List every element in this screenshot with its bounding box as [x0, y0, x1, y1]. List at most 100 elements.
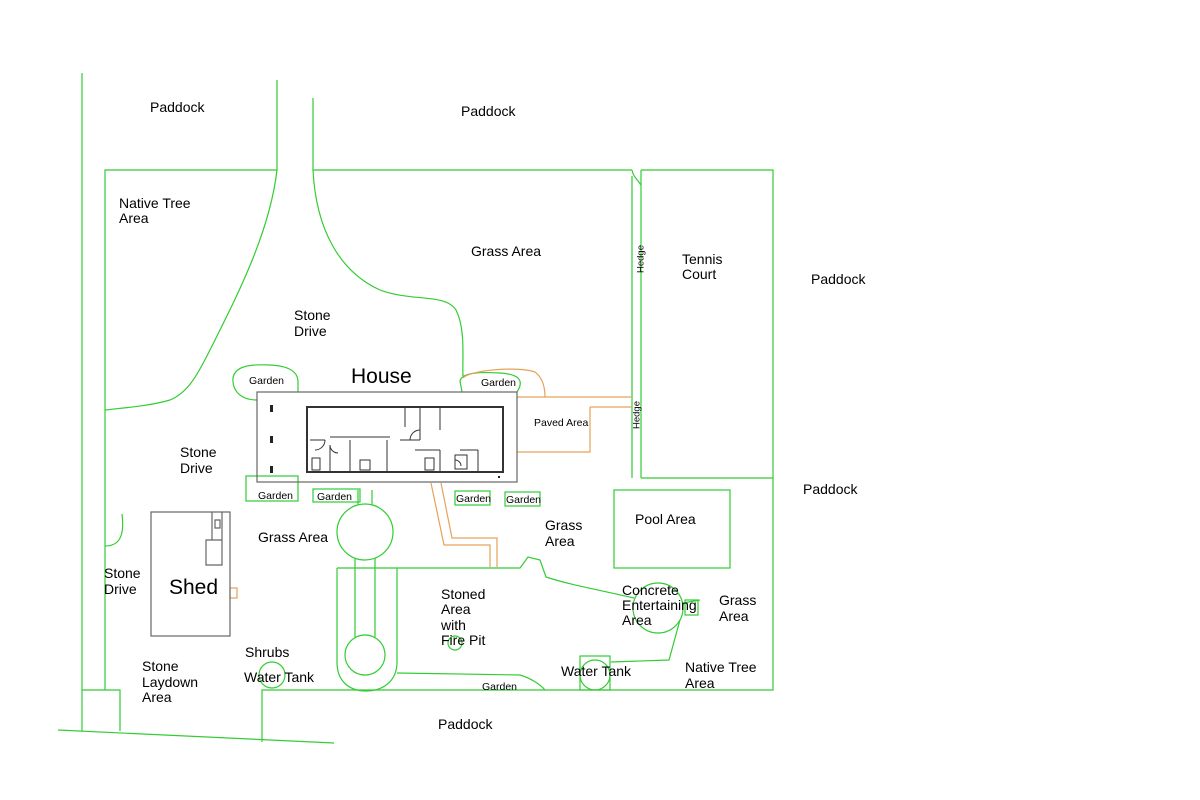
label-native-tree-nw-line2: Area	[119, 210, 149, 226]
drive-loop-inner	[344, 634, 386, 676]
label-stone-drive-sw-line1: Stone	[104, 565, 141, 581]
label-concrete-area-line2: Entertaining	[622, 597, 697, 613]
label-tennis-court-line1: Tennis	[682, 251, 722, 267]
label-stone-laydown-line3: Area	[142, 689, 172, 705]
label-stone-drive-n-line2: Drive	[294, 323, 327, 339]
west-inner-boundary	[104, 80, 278, 690]
floor-plan-fixture-1	[311, 457, 321, 471]
garden-ne-bed	[459, 371, 521, 393]
label-grass-area-c-line2: Area	[545, 533, 575, 549]
east-boundary	[261, 169, 774, 742]
turning-circle	[336, 503, 394, 561]
garden-ne-path	[462, 368, 546, 398]
garden-sw-bed	[245, 475, 299, 502]
label-stone-drive-n-line1: Stone	[294, 307, 331, 323]
label-garden-s2: Garden	[456, 493, 491, 505]
label-garden-bottom: Garden	[482, 681, 517, 693]
house-marker-2	[270, 436, 273, 443]
label-garden-ne: Garden	[481, 377, 516, 389]
shed-interior	[205, 512, 223, 566]
house-markers	[270, 405, 500, 478]
label-shed: Shed	[169, 576, 218, 599]
label-paddock-n: Paddock	[461, 103, 516, 119]
label-water-tank-w: Water Tank	[244, 669, 315, 685]
label-concrete-area-line1: Concrete	[622, 582, 679, 598]
boundary-lines	[57, 73, 774, 744]
label-house: House	[351, 365, 412, 388]
label-shrubs: Shrubs	[245, 644, 289, 660]
label-grass-area-w: Grass Area	[258, 529, 328, 545]
label-stoned-area-line2: Area	[441, 601, 471, 617]
label-garden-s1: Garden	[317, 491, 352, 503]
label-concrete-area-line3: Area	[622, 612, 652, 628]
floor-plan-walls	[310, 407, 479, 472]
floor-plan-fixture-3	[454, 454, 468, 470]
house-floor-plan	[310, 407, 479, 472]
label-stone-drive-sw-line2: Drive	[104, 581, 137, 597]
garden-s3-bed	[504, 491, 541, 507]
label-grass-area-e-line2: Area	[719, 608, 749, 624]
concrete-box	[684, 599, 699, 616]
east-drive-edge	[312, 169, 464, 377]
label-native-tree-se-line1: Native Tree	[685, 659, 757, 675]
label-hedge-lower: Hedge	[632, 401, 643, 429]
house-marker-4	[498, 476, 500, 478]
label-paddock-se: Paddock	[803, 481, 858, 497]
garden-s1-bed	[312, 488, 361, 503]
label-paddock-nw: Paddock	[150, 99, 205, 115]
label-grass-area-n: Grass Area	[471, 243, 541, 259]
drive-link	[357, 490, 373, 505]
label-stoned-area-line3: with	[440, 617, 466, 633]
label-paddock-e: Paddock	[811, 271, 866, 287]
label-stone-drive-w-line2: Drive	[180, 460, 213, 476]
label-tennis-court-line2: Court	[682, 266, 716, 282]
label-hedge-upper: Hedge	[636, 245, 647, 273]
house-south-path	[430, 482, 498, 567]
concrete-entertaining-circle	[632, 582, 684, 634]
drive-loop-outer	[336, 568, 398, 692]
shed-outline	[150, 511, 231, 637]
garden-bottom-edge	[396, 672, 546, 691]
shed	[150, 511, 231, 637]
concrete-to-tank-line	[610, 619, 681, 663]
south-line	[57, 729, 335, 744]
label-stone-laydown-line2: Laydown	[142, 674, 198, 690]
label-garden-sw: Garden	[258, 490, 293, 502]
hedge-upper-line-a	[631, 169, 642, 478]
label-paddock-s: Paddock	[438, 716, 493, 732]
floor-plan-doors	[314, 429, 462, 467]
house-outline	[256, 391, 518, 483]
label-stone-laydown-line1: Stone	[142, 658, 179, 674]
floor-plan-fixture-4	[424, 457, 435, 471]
house-marker-1	[270, 405, 273, 412]
paved-area-outline	[517, 396, 632, 453]
label-garden-s3: Garden	[506, 494, 541, 506]
label-garden-nw: Garden	[249, 375, 284, 387]
label-grass-area-c-line1: Grass	[545, 517, 582, 533]
fire-pit	[447, 635, 463, 651]
shed-drive-curve	[104, 513, 124, 547]
southwest-box	[82, 689, 121, 731]
garden-s2-bed	[454, 490, 491, 506]
label-grass-area-e-line1: Grass	[719, 592, 756, 608]
labels: Paddock Paddock Native Tree Area Grass A…	[104, 99, 866, 732]
garden-nw-bed	[232, 364, 299, 401]
label-native-tree-se-line2: Area	[685, 675, 715, 691]
label-stone-drive-w-line1: Stone	[180, 444, 217, 460]
label-paved-area: Paved Area	[534, 417, 588, 429]
label-pool-area: Pool Area	[635, 511, 696, 527]
west-drive-edge	[104, 169, 278, 411]
label-water-tank-e: Water Tank	[561, 663, 632, 679]
pool-outline	[613, 489, 731, 569]
floor-plan-fixture-2	[359, 459, 371, 471]
house-marker-3	[270, 466, 273, 473]
water-tank-east	[579, 659, 611, 691]
drive-stem	[354, 558, 376, 637]
label-stoned-area-line1: Stoned	[441, 586, 485, 602]
label-stoned-area-line4: Fire Pit	[441, 632, 485, 648]
label-native-tree-nw-line1: Native Tree	[119, 195, 191, 211]
water-tank-west	[258, 661, 286, 689]
entertaining-edge	[337, 556, 635, 599]
